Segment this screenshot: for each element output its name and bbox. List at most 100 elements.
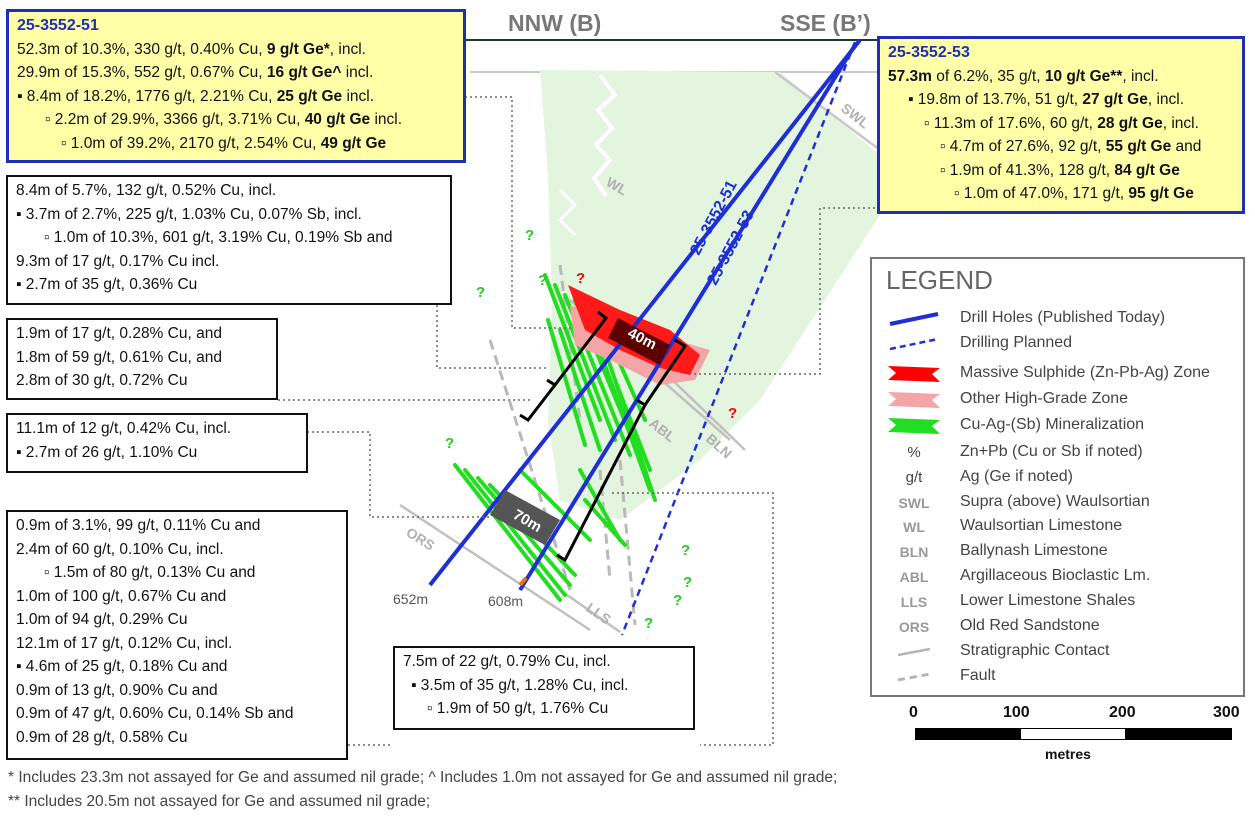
box-line: 1.9m of 17 g/t, 0.28% Cu, and: [16, 325, 222, 342]
box-line: 8.4m of 5.7%, 132 g/t, 0.52% Cu, incl.: [16, 182, 277, 199]
planned-hole-swatch: [889, 337, 939, 351]
waulsortian-limestone-area: [540, 70, 880, 520]
svg-text:?: ?: [576, 270, 585, 287]
legend-item-lls: LLS Lower Limestone Shales: [900, 592, 1136, 610]
scale-tick-200: 200: [1109, 704, 1136, 721]
box-line: 0.9m of 13 g/t, 0.90% Cu and: [16, 681, 218, 699]
svg-text:?: ?: [525, 227, 534, 244]
legend-item-ag: g/t Ag (Ge if noted): [905, 468, 1073, 486]
legend-item-cu-ag-sb: Cu-Ag-(Sb) Mineralization: [872, 414, 1242, 438]
box-line: ▪ 3.5m of 35 g/t, 1.28% Cu, incl.: [411, 676, 629, 694]
box-title-51: 25-3552-51: [17, 17, 99, 34]
box-line: 12.1m of 17 g/t, 0.12% Cu, incl.: [16, 634, 233, 652]
box-line: ▫ 1.9m of 50 g/t, 1.76% Cu: [427, 700, 609, 717]
cu-ag-sb-swatch: [888, 418, 940, 434]
legend-item-fault: Fault: [872, 665, 1242, 689]
scale-tick-0: 0: [909, 704, 918, 721]
scale-segment-1: [915, 728, 1020, 740]
box-line: ▪ 2.7m of 35 g/t, 0.36% Cu: [16, 276, 198, 293]
question-marks: ? ? ? ? ? ? ? ? ? ?: [445, 227, 737, 632]
intercept-box-bottom: 7.5m of 22 g/t, 0.79% Cu, incl. ▪ 3.5m o…: [393, 646, 695, 730]
svg-text:ORS: ORS: [403, 524, 437, 554]
legend-title: LEGEND: [886, 265, 993, 295]
footnote-2: ** Includes 20.5m not assayed for Ge and…: [8, 793, 431, 810]
footnote-1: * Includes 23.3m not assayed for Ge and …: [8, 769, 838, 786]
box-line: 1.8m of 59 g/t, 0.61% Cu, and: [16, 348, 222, 366]
box-53-line: ▫ 11.3m of 17.6%, 60 g/t, 28 g/t Ge, inc…: [924, 114, 1199, 132]
contact-swatch: [897, 647, 931, 657]
drill-hole-25-3552-51: [428, 38, 862, 587]
box-53-line: ▫ 4.7m of 27.6%, 92 g/t, 55 g/t Ge and: [940, 138, 1202, 155]
lls-contact: [559, 588, 621, 634]
box-line: ▫ 1.0m of 10.3%, 601 g/t, 3.19% Cu, 0.19…: [44, 229, 393, 246]
depth-label-652: 652m: [393, 591, 428, 607]
fault-swatch: [897, 672, 931, 682]
intercept-box-25-3552-53: 25-3552-53 57.3m of 6.2%, 35 g/t, 10 g/t…: [877, 36, 1245, 214]
box-51-line: ▫ 1.0m of 39.2%, 2170 g/t, 2.54% Cu, 49 …: [61, 134, 387, 152]
svg-text:?: ?: [445, 435, 454, 452]
scale-segment-3: [1126, 728, 1232, 740]
legend-item-ors: ORS Old Red Sandstone: [898, 617, 1100, 635]
legend: LEGEND Drill Holes (Published Today) Dri…: [870, 257, 1245, 697]
box-line: ▪ 3.7m of 2.7%, 225 g/t, 1.03% Cu, 0.07%…: [16, 205, 362, 223]
svg-text:?: ?: [673, 592, 682, 609]
svg-text:?: ?: [644, 615, 653, 632]
svg-text:?: ?: [681, 542, 690, 559]
legend-item-drilling-planned: Drilling Planned: [872, 332, 1242, 356]
box-line: ▪ 2.7m of 26 g/t, 1.10% Cu: [16, 443, 198, 461]
box-53-line: ▫ 1.9m of 41.3%, 128 g/t, 84 g/t Ge: [940, 161, 1180, 179]
box-line: 1.0m of 94 g/t, 0.29% Cu: [16, 611, 188, 628]
box-53-line: ▪ 19.8m of 13.7%, 51 g/t, 27 g/t Ge, inc…: [908, 91, 1185, 108]
box-53-line: 57.3m of 6.2%, 35 g/t, 10 g/t Ge**, incl…: [888, 67, 1159, 85]
intercept-box-middle: 1.9m of 17 g/t, 0.28% Cu, and 1.8m of 59…: [6, 318, 278, 400]
legend-item-swl: SWL Supra (above) Waulsortian: [898, 493, 1150, 511]
svg-text:?: ?: [683, 574, 692, 591]
legend-item-contact: Stratigraphic Contact: [872, 640, 1242, 664]
box-51-line: ▪ 8.4m of 18.2%, 1776 g/t, 2.21% Cu, 25 …: [17, 87, 375, 105]
massive-sulphide-swatch: [888, 366, 940, 382]
box-line: 0.9m of 47 g/t, 0.60% Cu, 0.14% Sb and: [16, 705, 294, 722]
legend-item-bln: BLN Ballynash Limestone: [899, 542, 1108, 560]
depth-label-608: 608m: [488, 593, 523, 609]
box-line: 0.9m of 28 g/t, 0.58% Cu: [16, 728, 188, 746]
box-line: ▪ 4.6m of 25 g/t, 0.18% Cu and: [16, 658, 228, 675]
legend-item-other-high-grade: Other High-Grade Zone: [872, 388, 1242, 412]
box-line: ▫ 1.5m of 80 g/t, 0.13% Cu and: [44, 564, 256, 581]
scale-tick-100: 100: [1003, 704, 1030, 721]
intercept-box-lower: 0.9m of 3.1%, 99 g/t, 0.11% Cu and 2.4m …: [6, 510, 348, 760]
svg-text:?: ?: [538, 272, 547, 289]
box-title-53: 25-3552-53: [888, 44, 970, 61]
box-line: 11.1m of 12 g/t, 0.42% Cu, incl.: [16, 420, 232, 437]
section-label-nnw: NNW (B): [508, 10, 602, 36]
leader-lines: [278, 96, 880, 746]
box-line: 7.5m of 22 g/t, 0.79% Cu, incl.: [403, 653, 611, 670]
scale-unit: metres: [1045, 746, 1091, 762]
box-51-line: ▫ 2.2m of 29.9%, 3366 g/t, 3.71% Cu, 40 …: [45, 111, 403, 128]
svg-text:?: ?: [476, 284, 485, 301]
other-high-grade-swatch: [888, 392, 940, 408]
drill-hole-25-3552-53: [518, 43, 857, 592]
scale-segment-2: [1020, 728, 1126, 740]
box-line: 9.3m of 17 g/t, 0.17% Cu incl.: [16, 252, 220, 270]
box-53-line: ▫ 1.0m of 47.0%, 171 g/t, 95 g/t Ge: [954, 185, 1194, 202]
box-line: 2.8m of 30 g/t, 0.72% Cu: [16, 372, 188, 389]
scale-bar: 0 100 200 300 metres: [905, 704, 1245, 764]
box-51-line: 29.9m of 15.3%, 552 g/t, 0.67% Cu, 16 g/…: [17, 64, 374, 81]
legend-item-zn-pb: % Zn+Pb (Cu or Sb if noted): [907, 443, 1143, 461]
scale-tick-300: 300: [1213, 704, 1240, 721]
box-line: 2.4m of 60 g/t, 0.10% Cu, incl.: [16, 540, 224, 558]
wl-texture-2: [557, 188, 578, 237]
box-line: 0.9m of 3.1%, 99 g/t, 0.11% Cu and: [16, 517, 261, 534]
legend-item-massive-sulphide: Massive Sulphide (Zn-Pb-Ag) Zone: [872, 362, 1242, 386]
wl-texture: [591, 73, 618, 198]
section-label-sse: SSE (B’): [780, 10, 871, 36]
box-51-line: 52.3m of 10.3%, 330 g/t, 0.40% Cu, 9 g/t…: [17, 40, 366, 58]
ors-contact: [399, 503, 591, 632]
drill-hole-swatch: [889, 312, 939, 326]
box-line: 1.0m of 100 g/t, 0.67% Cu and: [16, 587, 227, 605]
drill-hole-end-marker: [518, 576, 528, 587]
svg-text:?: ?: [728, 405, 737, 422]
intercept-brackets: [519, 310, 688, 563]
intercept-box-lower-middle: 11.1m of 12 g/t, 0.42% Cu, incl. ▪ 2.7m …: [6, 413, 308, 473]
